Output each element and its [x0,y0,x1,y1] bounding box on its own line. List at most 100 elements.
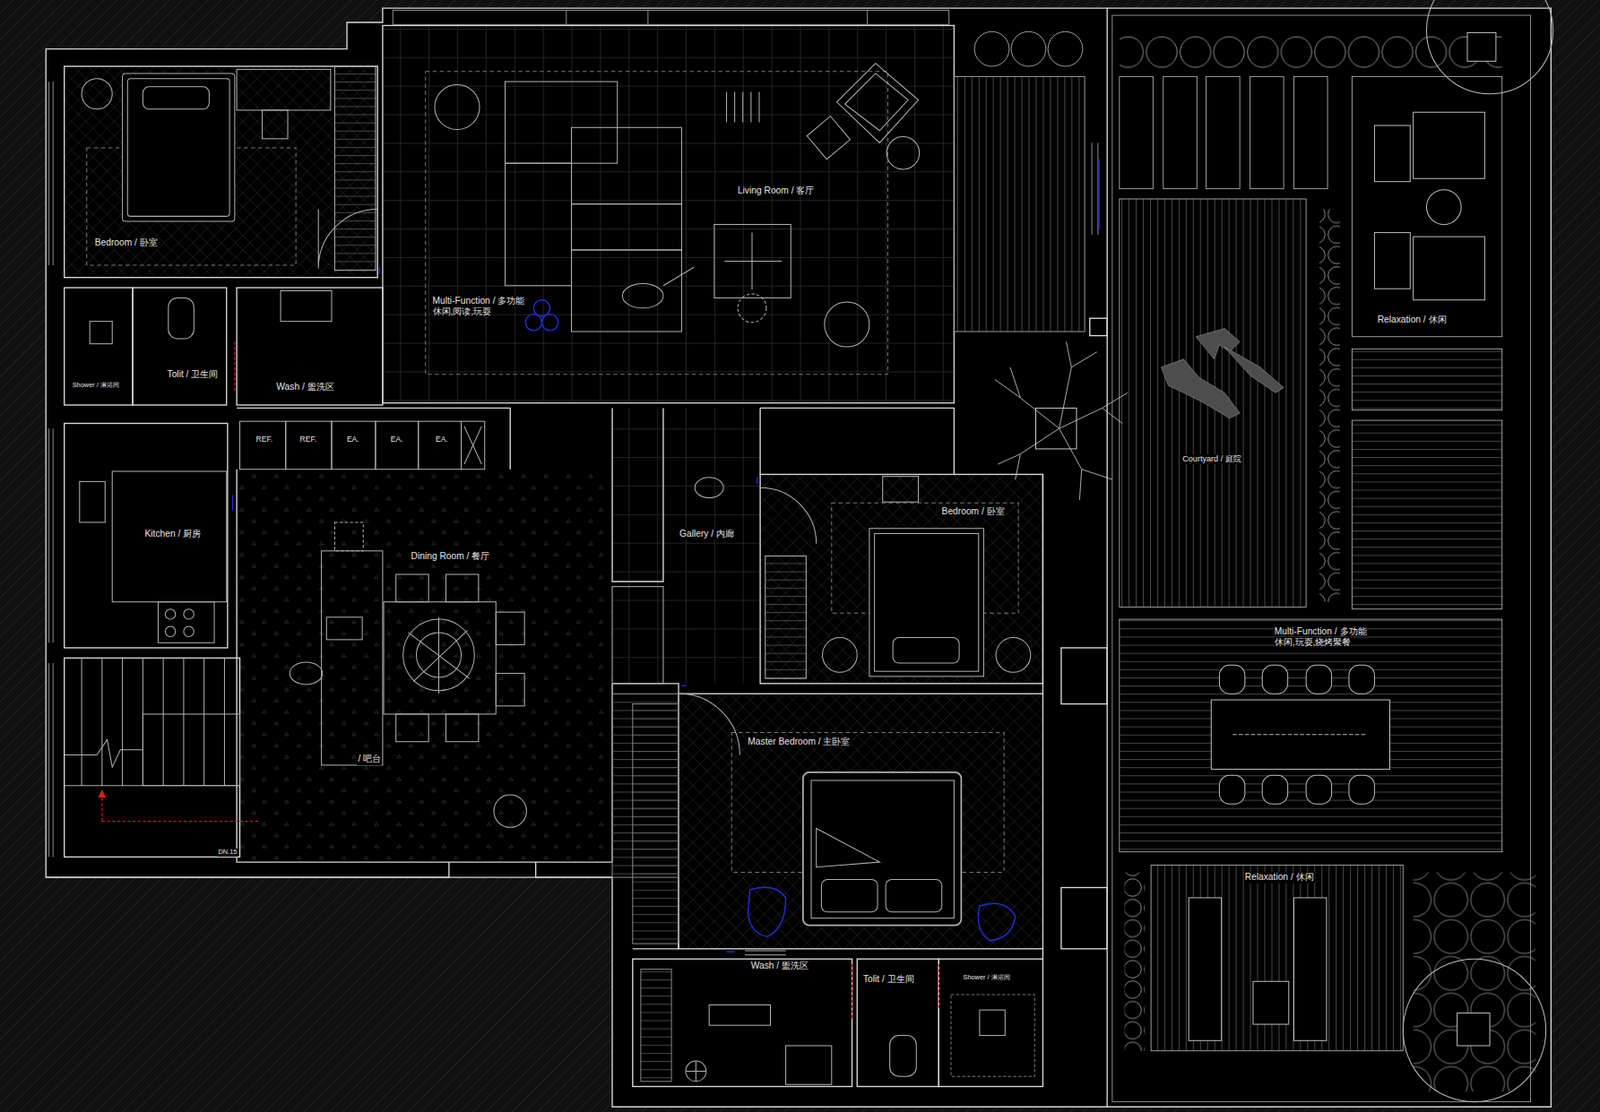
sculpture [1160,359,1240,419]
furniture [709,1004,770,1026]
furniture [142,86,209,110]
wall [45,8,1551,1108]
floor-finish [64,25,1044,949]
wall [45,8,1108,1108]
furniture [326,617,363,640]
furniture [737,294,767,323]
deck [1163,76,1198,189]
furniture [289,662,322,685]
furniture [811,780,954,919]
door-swing [233,341,235,393]
furniture [383,602,496,715]
furniture [505,81,618,164]
door-swing [102,341,939,1021]
furniture [445,574,478,603]
furniture [571,127,683,204]
wall [612,407,1043,960]
furniture [318,208,378,269]
outdoor-furniture [1210,700,1390,770]
room-label: Shower / 淋浴间 [71,381,121,390]
furniture [622,284,664,309]
room-area: Bedroom / 卧室 [760,474,1043,684]
outdoor-furniture [1426,0,1553,95]
furniture [640,969,672,1082]
furniture [495,612,525,645]
deck [953,76,1085,332]
wall [938,959,1043,1087]
room-label: Multi-Function / 多功能 休闲,阅读,玩耍 [432,295,545,319]
room-area: Master Bedroom / 主卧室 [678,693,1043,950]
outdoor-furniture [1262,775,1288,805]
deck [1119,619,1503,853]
exterior-ground [45,8,1551,1108]
accent-symbol [977,903,1015,942]
furniture [464,426,482,465]
furniture [806,116,850,160]
wall [856,959,939,1087]
outdoor-furniture [1349,775,1375,805]
wall [632,959,853,1087]
cabinet-tag: EA. [434,434,450,444]
furniture [240,421,286,470]
furniture [164,609,175,620]
room-label: / 吧台 [356,753,382,765]
wall [382,25,955,403]
wall [64,423,228,648]
furniture [869,528,985,677]
furniture [81,78,113,110]
outdoor-furniture [1426,190,1462,225]
furniture [760,487,817,545]
furniture [765,556,807,680]
furniture [495,673,525,706]
room-label: Gallery / 内廊 [678,528,736,540]
floor-finish [760,474,1043,684]
sculpture [1160,328,1284,419]
outdoor-furniture [1305,775,1332,805]
furniture [127,78,230,217]
furniture [874,533,979,672]
furniture [461,421,485,470]
deck [1413,872,1537,1092]
wall [64,66,378,278]
tree-symbol [1035,407,1077,450]
floor-finish [382,25,955,403]
room-label: Multi-Function / 多功能 休闲,玩耍,烧烤聚餐 [1273,626,1386,649]
outdoor-furniture [1188,0,1553,1103]
outdoor-furniture [1232,734,1367,736]
room-label: Relaxation / 休闲 [1244,872,1315,883]
outdoor-furniture [1293,898,1326,1041]
furniture [786,1046,832,1085]
furniture [418,421,462,470]
window [566,9,868,25]
accent-symbol [525,314,542,331]
furniture [821,879,878,912]
outdoor-furniture [1402,959,1546,1102]
deck [953,31,1536,1092]
window [392,9,949,25]
room-label: Wash / 盥洗区 [275,381,335,393]
furniture [882,476,919,502]
outdoor-furniture [1262,665,1288,694]
room-area: Wash / 盥洗区 [236,287,383,406]
room-area: Gallery / 内廊 [612,407,761,684]
deck [1206,76,1241,189]
furniture [571,204,683,251]
wall [760,474,1043,684]
room-area: Kitchen / 厨房 [64,423,228,648]
wall [236,407,664,863]
deck [974,31,1010,67]
furniture [803,772,961,926]
floor-finish [678,693,1043,950]
accent-symbol [541,314,558,331]
furniture [407,617,469,694]
wall [1107,8,1551,1108]
furniture [183,609,194,620]
furniture [425,71,889,375]
room-label: Courtyard / 庭院 [1181,454,1243,465]
furniture [64,63,1036,1086]
wall [45,862,613,878]
window [1091,142,1099,234]
